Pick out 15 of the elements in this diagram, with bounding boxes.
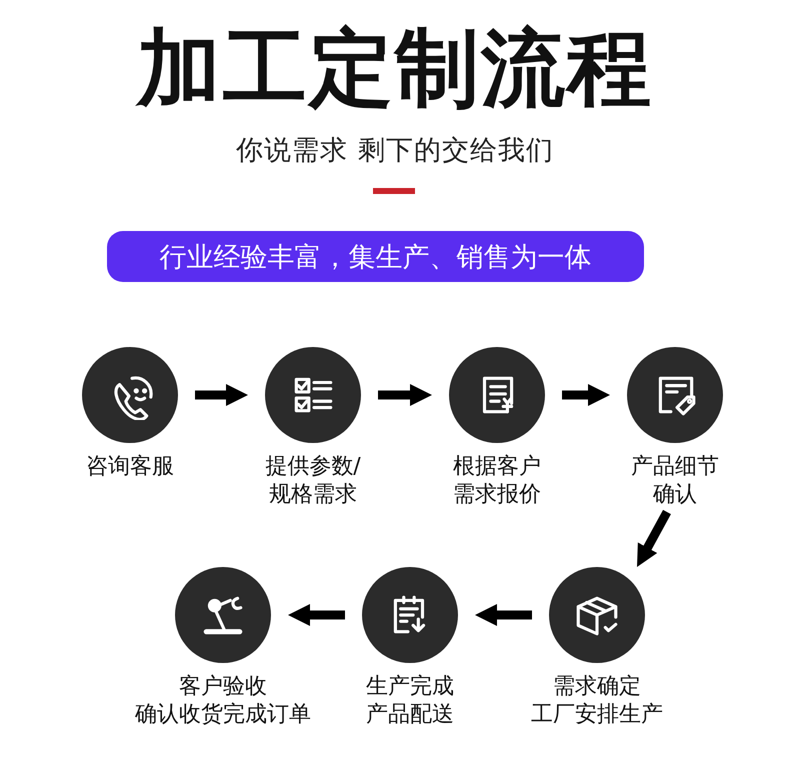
step-label: 产品细节确认 — [630, 453, 720, 509]
step-label: 根据客户需求报价 — [452, 453, 542, 509]
banner: 行业经验丰富，集生产、销售为一体 — [107, 231, 644, 282]
step-label: 咨询客服 — [85, 453, 175, 481]
step-label: 客户验收确认收货完成订单 — [134, 673, 312, 729]
subtitle: 你说需求 剩下的交给我们 — [236, 134, 554, 168]
arrow — [378, 384, 432, 406]
arrow — [288, 604, 345, 626]
step-label: 提供参数/规格需求 — [264, 453, 362, 509]
step-label: 生产完成产品配送 — [365, 673, 455, 729]
arrow — [475, 604, 532, 626]
arrow — [195, 384, 248, 406]
step-label: 需求确定工厂安排生产 — [530, 673, 664, 729]
arrow — [562, 384, 610, 406]
title: 加工定制流程 — [137, 22, 653, 114]
